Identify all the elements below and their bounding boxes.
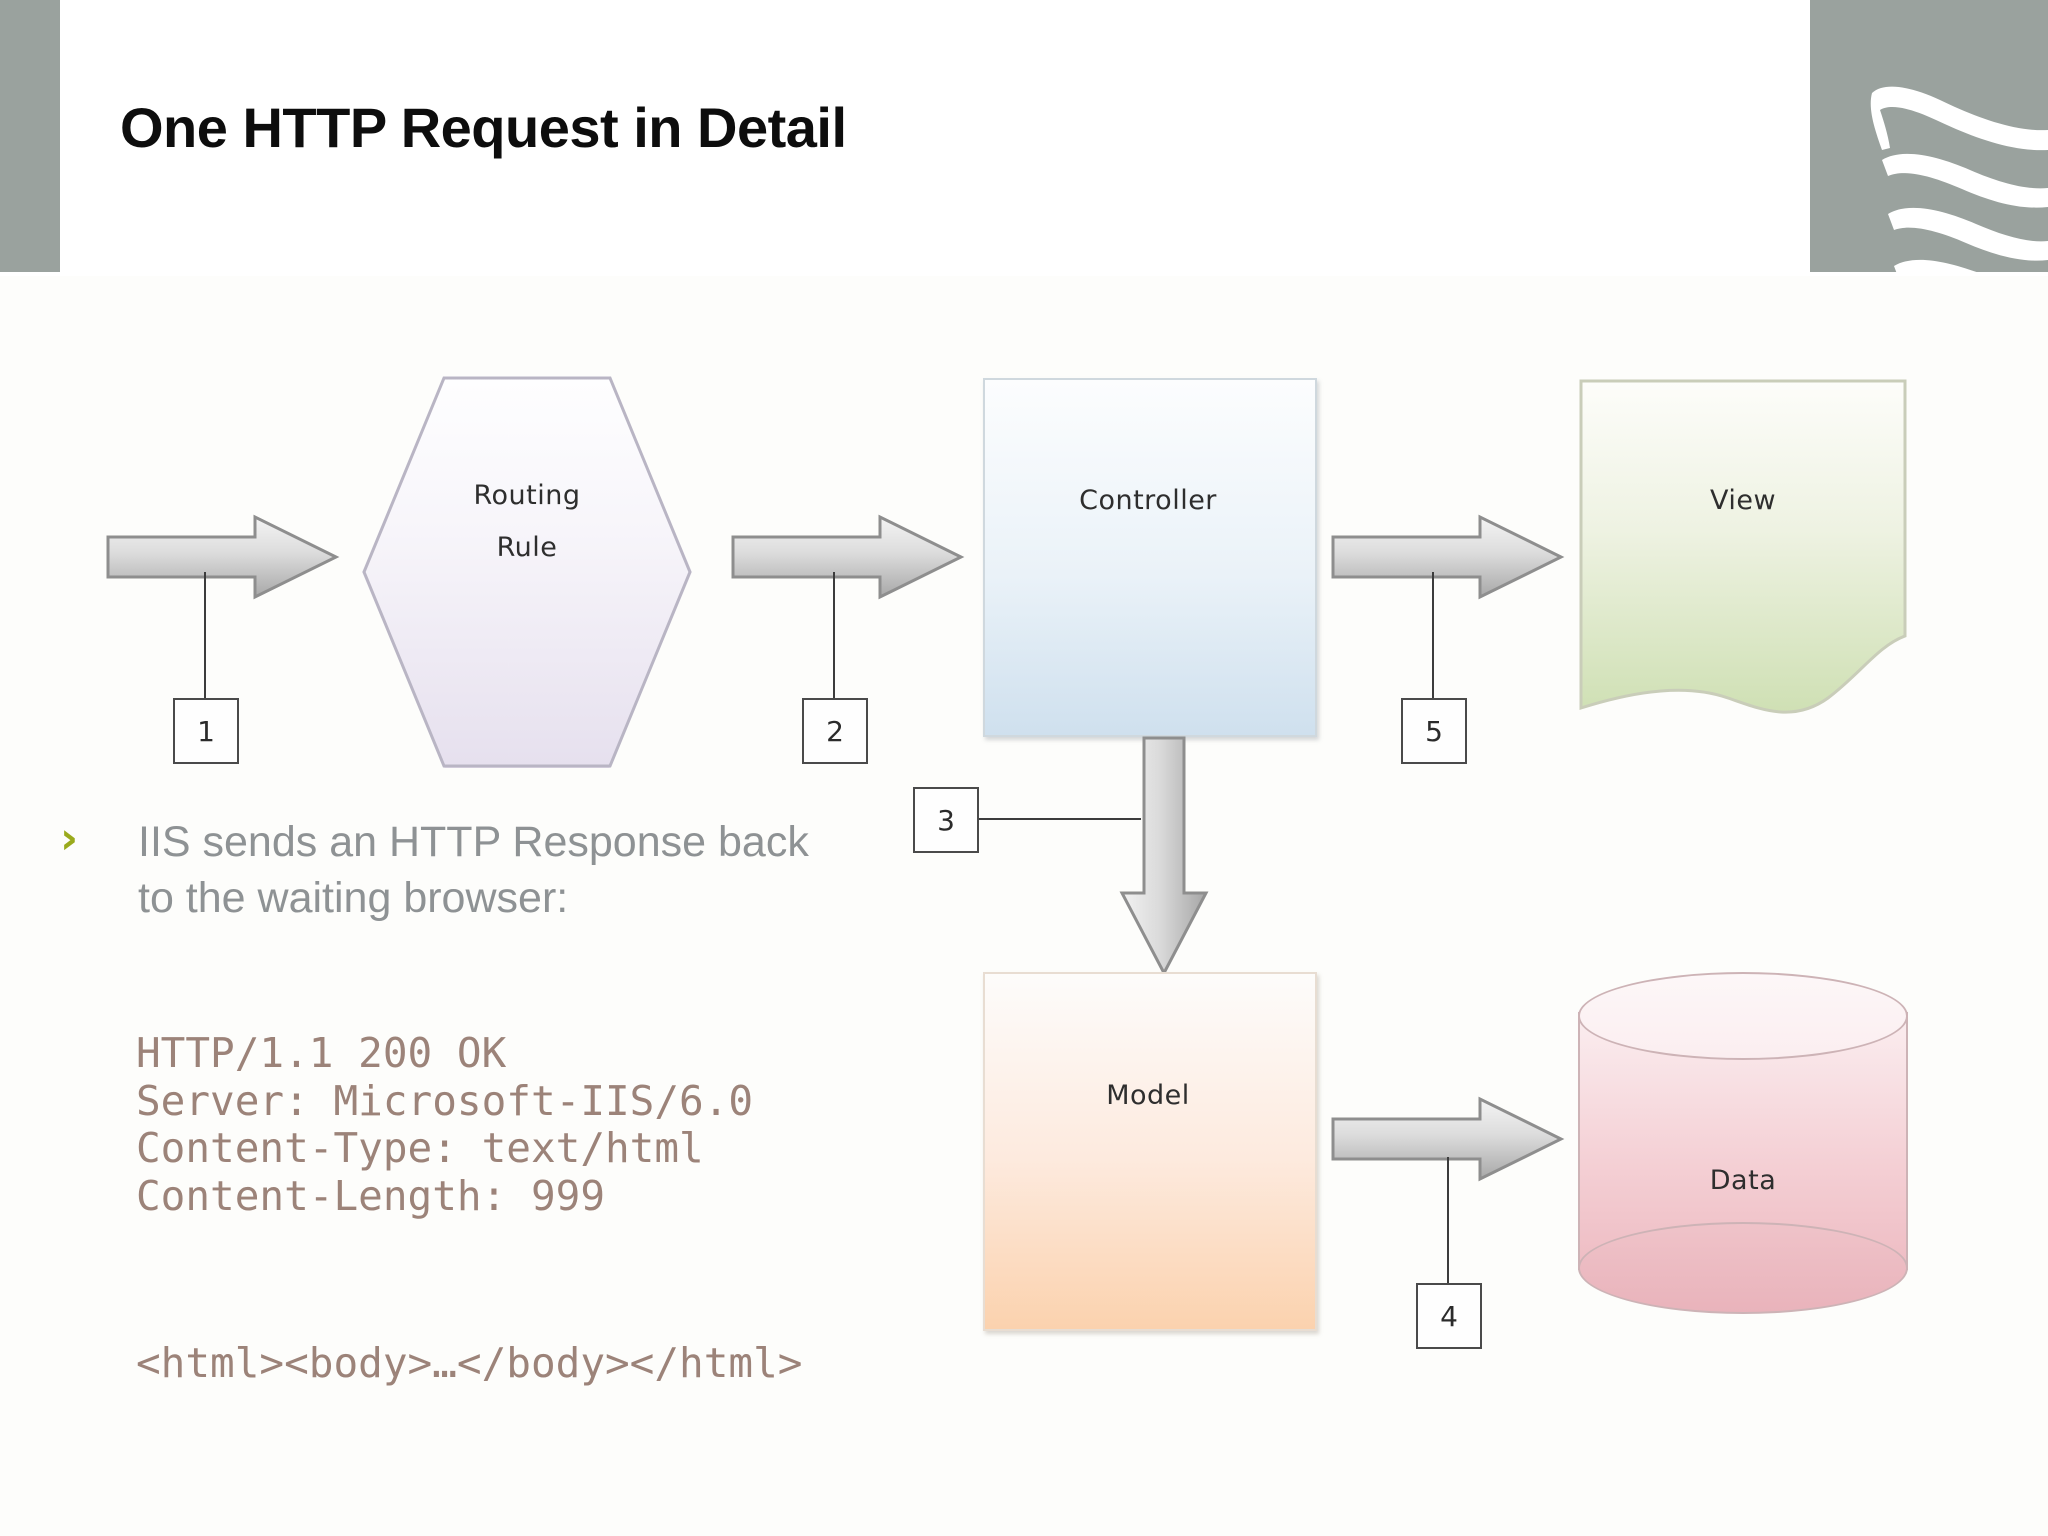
data-shape xyxy=(1578,972,1908,1314)
callout-3-connector xyxy=(975,818,1141,820)
callout-4: 4 xyxy=(1416,1283,1482,1349)
arrow-model-to-data xyxy=(1330,1095,1565,1188)
cylinder-top-ellipse xyxy=(1578,972,1908,1060)
cylinder-bottom-ellipse xyxy=(1578,1222,1908,1314)
chevron-right-icon: › xyxy=(60,813,79,864)
page-title: One HTTP Request in Detail xyxy=(120,96,847,159)
arrow-controller-to-view xyxy=(1330,513,1565,606)
callout-2-connector xyxy=(833,572,835,700)
arrow-controller-to-model xyxy=(1118,735,1210,982)
callout-2: 2 xyxy=(802,698,868,764)
http-response-body-line: <html><body>…</body></html> xyxy=(136,1339,803,1387)
bullet-text: IIS sends an HTTP Response back to the w… xyxy=(138,818,809,922)
callout-1-connector xyxy=(204,572,206,700)
http-response-code-block: HTTP/1.1 200 OK Server: Microsoft-IIS/6.… xyxy=(136,1029,754,1220)
arrow-routing-to-controller xyxy=(730,513,965,606)
callout-5-connector xyxy=(1432,572,1434,700)
left-accent-bar xyxy=(0,0,60,272)
callout-5: 5 xyxy=(1401,698,1467,764)
header-band: One HTTP Request in Detail xyxy=(0,0,2048,276)
model-shape xyxy=(983,972,1317,1331)
view-shape xyxy=(1578,378,1908,726)
callout-3: 3 xyxy=(913,787,979,853)
controller-shape xyxy=(983,378,1317,737)
arrow-incoming-request xyxy=(105,513,340,606)
wave-flag-logo xyxy=(1810,0,2048,272)
routing-rule-outline xyxy=(362,376,692,768)
callout-1: 1 xyxy=(173,698,239,764)
callout-4-connector xyxy=(1447,1157,1449,1285)
